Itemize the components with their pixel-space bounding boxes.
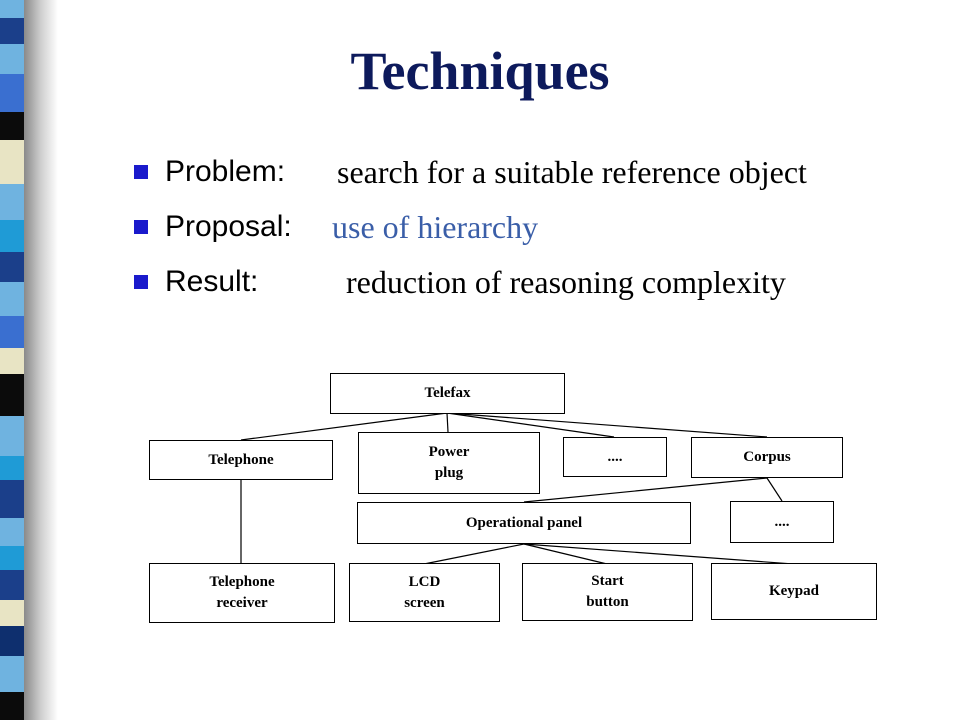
bullet-label: Problem: (165, 155, 286, 188)
edge-panel-start (523, 543, 608, 565)
edge-telefax-corpus (446, 412, 768, 438)
stripe-segment (0, 282, 24, 316)
node-operational-panel: Operational panel (357, 502, 691, 544)
bullet-text: use of hierarchy (332, 208, 539, 245)
bullet-square-icon (134, 275, 148, 289)
node-ellipsis-1: .... (563, 437, 667, 477)
stripe-segment (0, 374, 24, 416)
edge-panel-keypad (523, 543, 794, 565)
stripe-segment (0, 546, 24, 570)
edge-corpus-dots (766, 477, 783, 502)
bullet-label: Result: (165, 265, 259, 298)
stripe-segment (0, 626, 24, 656)
node-ellipsis-2: .... (730, 501, 834, 543)
stripe-segment (0, 656, 24, 692)
edge-telefax-power-plug (446, 412, 449, 433)
bullet-text: search for a suitable reference object (337, 153, 807, 190)
node-telefax: Telefax (330, 373, 565, 414)
stripe-segment (0, 112, 24, 140)
stripe-segment (0, 692, 24, 720)
decorative-stripe (0, 0, 60, 720)
node-power-plug: Power plug (358, 432, 540, 494)
stripe-segment (0, 184, 24, 220)
bullet-label: Proposal: (165, 210, 292, 243)
stripe-segment (0, 74, 24, 112)
edge-corpus-operational-panel (523, 477, 768, 503)
bullet-square-icon (134, 165, 148, 179)
stripe-segment (0, 252, 24, 282)
slide-title: Techniques (350, 41, 610, 101)
node-keypad: Keypad (711, 563, 877, 620)
edge-telefax-telephone (240, 412, 448, 441)
stripe-segment (0, 18, 24, 44)
stripe-segment (0, 456, 24, 480)
stripe-segment (0, 570, 24, 600)
stripe-shadow (24, 0, 58, 720)
bullet-square-icon (134, 220, 148, 234)
stripe-segment (0, 416, 24, 456)
stripe-segment (0, 480, 24, 518)
edge-telefax-dots (446, 412, 615, 438)
stripe-segment (0, 220, 24, 252)
stripe-segment (0, 316, 24, 348)
stripe-segment (0, 44, 24, 74)
edge-panel-lcd (423, 543, 525, 565)
stripe-segment (0, 140, 24, 184)
bullet-result: Result: reduction of reasoning complexit… (134, 262, 786, 302)
stripe-segment (0, 600, 24, 626)
bullet-problem: Problem: search for a suitable reference… (134, 152, 807, 192)
stripe-segment (0, 0, 24, 18)
bullet-proposal: Proposal: use of hierarchy (134, 207, 538, 247)
stripe-segment (0, 348, 24, 374)
node-telephone-receiver: Telephone receiver (149, 563, 335, 623)
stripe-segment (0, 518, 24, 546)
node-start-button: Start button (522, 563, 693, 621)
node-telephone: Telephone (149, 440, 333, 480)
bullet-text: reduction of reasoning complexity (346, 263, 786, 300)
node-lcd-screen: LCD screen (349, 563, 500, 622)
node-corpus: Corpus (691, 437, 843, 478)
